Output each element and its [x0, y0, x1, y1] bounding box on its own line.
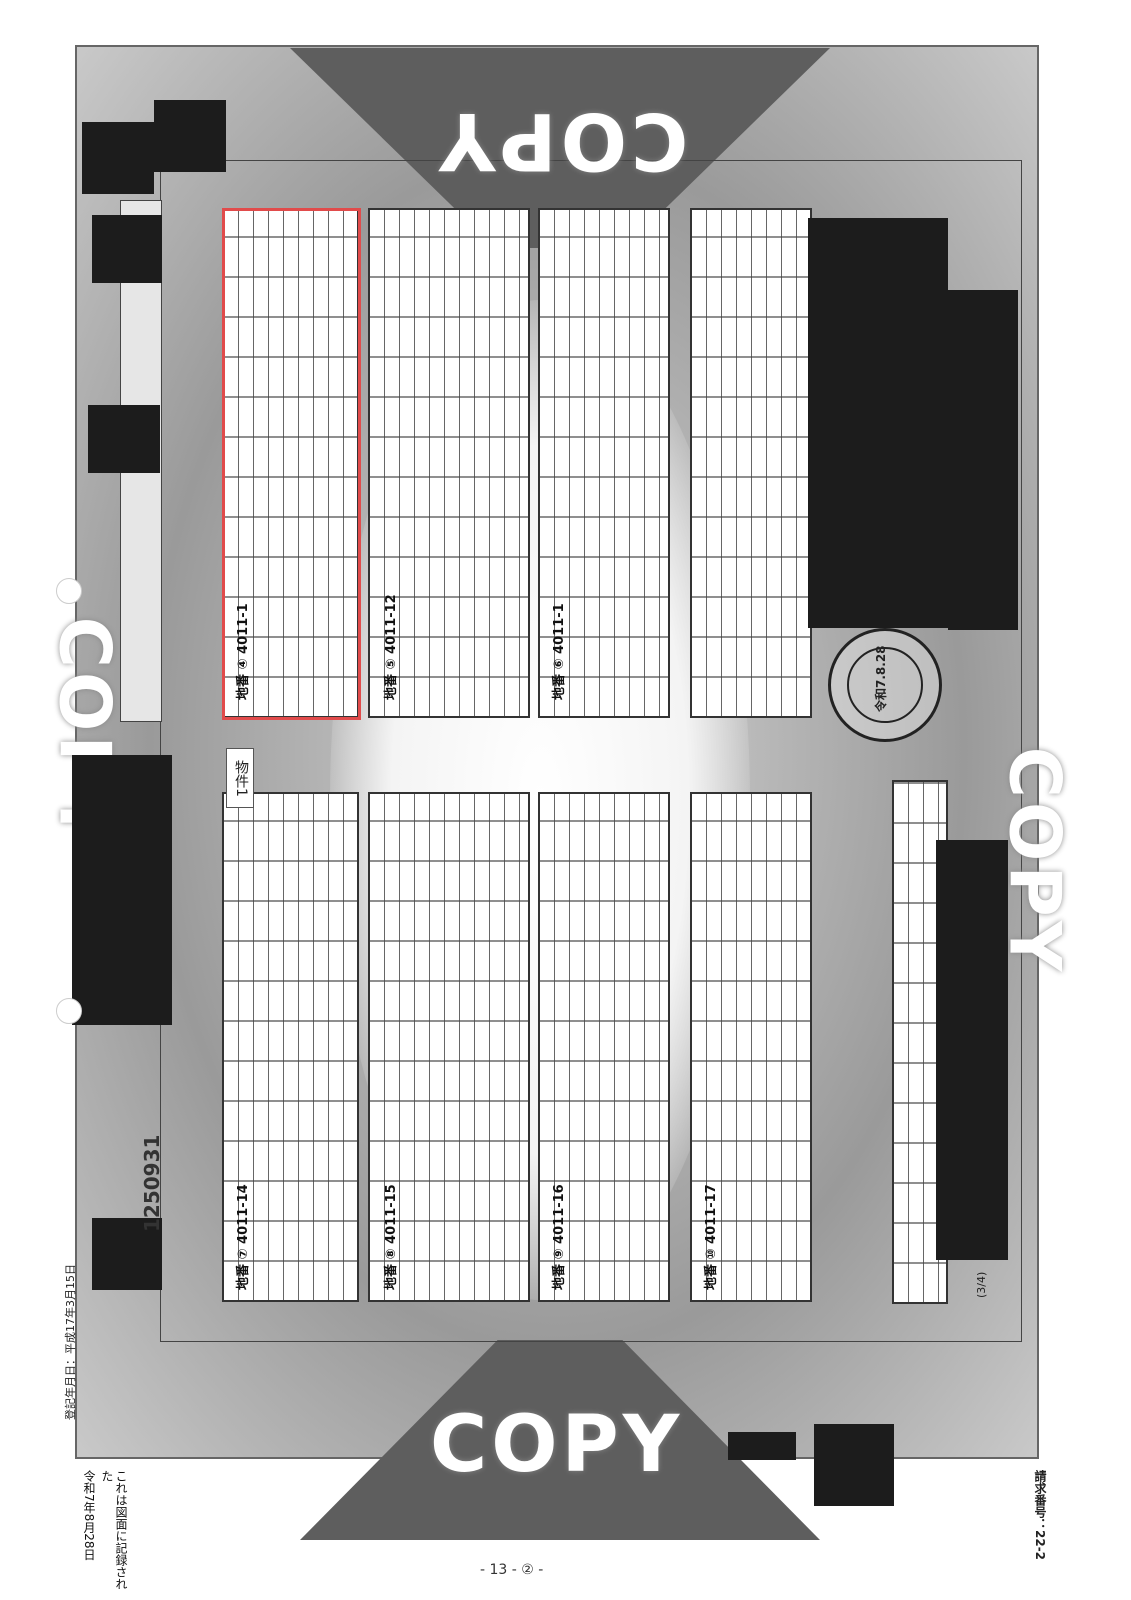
table-parcel-4011-16	[538, 792, 670, 1302]
table-heading: 地番 ⑨ 4011-16	[552, 1184, 567, 1290]
seal-date: 令和7.8.28	[874, 645, 888, 712]
table-parcel-4011-14	[222, 792, 359, 1302]
registration-date: 登記年月日：平成17年3月15日	[64, 1264, 77, 1420]
table-heading: 地番 ⑤ 4011-12	[384, 594, 399, 700]
certification-date: 令和7年8月28日	[82, 1470, 96, 1561]
table-parcel-right-top	[690, 208, 812, 718]
redaction-block	[808, 218, 948, 628]
copy-watermark-top: COPY	[435, 95, 689, 185]
item-label: 物件1	[226, 748, 254, 808]
redaction-block	[92, 1218, 162, 1290]
punch-hole	[56, 998, 82, 1024]
redaction-block	[92, 215, 162, 283]
redaction-block	[728, 1432, 796, 1460]
redaction-block	[82, 122, 154, 194]
table-parcel-4011-17	[690, 792, 812, 1302]
copy-watermark-bottom: COPY	[430, 1400, 684, 1490]
redaction-block	[814, 1424, 894, 1506]
redaction-block	[936, 840, 1008, 1260]
table-heading: 地番 ⑦ 4011-14	[236, 1184, 251, 1290]
redaction-block	[154, 100, 226, 172]
request-number: 請求番号：22-2	[1033, 1470, 1047, 1561]
table-parcel-4011-15	[368, 792, 530, 1302]
document-number: 1250931	[140, 1134, 164, 1232]
official-seal	[828, 628, 942, 742]
redaction-block	[72, 755, 172, 1025]
table-heading: 地番 ⑩ 4011-17	[704, 1184, 719, 1290]
punch-hole	[56, 578, 82, 604]
page-fraction: (3/4)	[975, 1271, 988, 1298]
table-parcel-4011-1b	[538, 208, 670, 718]
certification-text: これは図面に記録された	[100, 1470, 128, 1590]
redaction-block	[88, 405, 160, 473]
highlight-box	[222, 208, 361, 720]
page-number: - 13 - ② -	[480, 1562, 544, 1578]
table-parcel-4011-12	[368, 208, 530, 718]
inner-frame	[160, 160, 1022, 1342]
redaction-block	[948, 290, 1018, 630]
table-heading: 地番 ⑥ 4011-1	[552, 603, 567, 700]
table-heading: 地番 ⑧ 4011-15	[384, 1184, 399, 1290]
